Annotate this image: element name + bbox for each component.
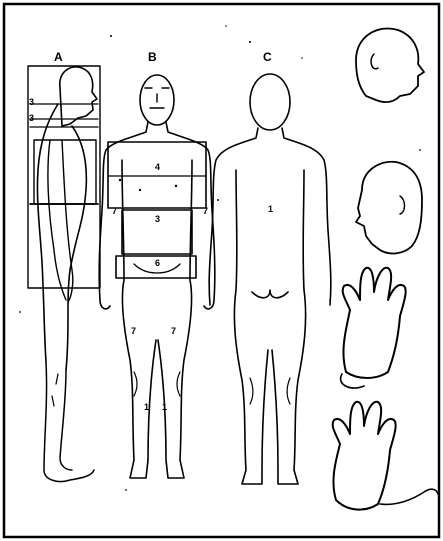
num-back: 1 — [268, 204, 273, 214]
hand-lower — [333, 402, 438, 510]
label-side-view: A — [54, 50, 63, 64]
side-leg-front — [60, 370, 72, 470]
back-torso-legs — [234, 170, 305, 484]
num-abdomen: 3 — [155, 214, 160, 224]
hand-lower-outline — [333, 402, 396, 510]
back-head — [250, 74, 290, 130]
num-lower-abdomen: 6 — [155, 258, 160, 268]
hand-upper-outline — [343, 268, 406, 378]
num-side-head-2: 3 — [29, 113, 34, 123]
label-back-view: C — [263, 50, 272, 64]
head-profile-bottom — [356, 162, 422, 254]
side-arm-inner — [62, 140, 73, 302]
num-left-thigh: 7 — [131, 326, 136, 336]
back-view-figure: C 1 — [209, 50, 331, 484]
front-knees — [134, 372, 180, 396]
side-head — [60, 67, 97, 126]
side-view-figure: A 3 3 — [28, 50, 100, 482]
back-buttocks — [252, 290, 288, 298]
ear-bottom — [400, 196, 405, 214]
num-side-head-1: 3 — [29, 97, 34, 107]
label-front-view: B — [148, 50, 157, 64]
side-knee-marks — [52, 374, 58, 406]
back-shoulders-arms — [209, 128, 331, 305]
num-right-thigh: 7 — [171, 326, 176, 336]
head-left-profile — [356, 162, 422, 254]
ear-top — [371, 54, 378, 69]
head-profile-top — [356, 28, 424, 102]
side-leg-back — [44, 362, 94, 482]
scan-speckles — [19, 25, 421, 491]
front-face-features — [145, 88, 169, 108]
num-left-shin: 1 — [144, 402, 149, 412]
num-right-arm: 7 — [203, 206, 208, 216]
side-back-contour — [37, 104, 58, 362]
num-right-shin: 1 — [162, 402, 167, 412]
front-view-figure: B 4 3 6 7 7 7 7 1 1 — [99, 50, 215, 478]
hand-upper — [341, 268, 406, 388]
back-knees — [250, 378, 290, 404]
hand-lower-wrist — [380, 489, 438, 504]
num-left-arm: 7 — [112, 206, 117, 216]
num-chest: 4 — [155, 162, 160, 172]
head-right-profile — [356, 28, 424, 102]
